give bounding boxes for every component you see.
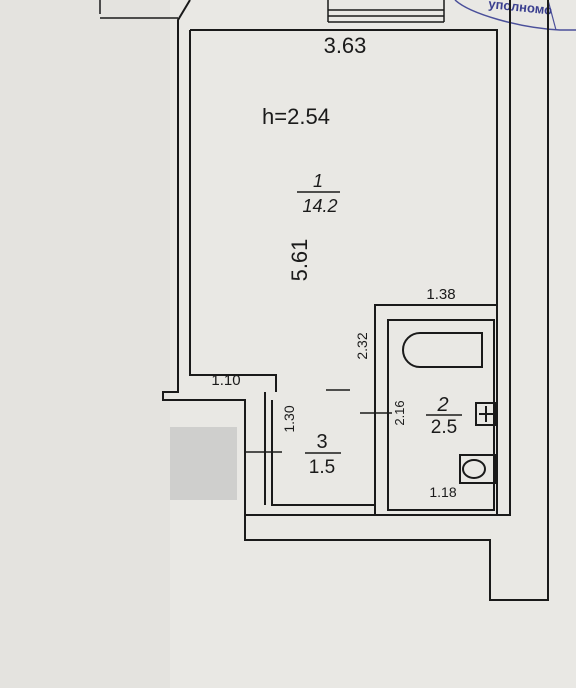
bathtub-icon: [402, 332, 483, 368]
outer-wall: [162, 0, 549, 601]
dim-room-length: 5.61: [287, 239, 312, 282]
dim-corridor-side: 1.30: [281, 405, 297, 432]
paper-shadow: [0, 0, 170, 688]
bathroom-inner: [387, 319, 495, 511]
dim-bath-height: 2.32: [354, 332, 370, 359]
dim-bath-side: 2.16: [392, 400, 407, 425]
room-label-1: 1 14.2: [297, 171, 340, 216]
dim-bath-bottom: 1.18: [429, 484, 456, 500]
sink-icon: [475, 402, 497, 426]
room-number: 1: [313, 171, 323, 191]
toilet-icon: [459, 454, 497, 484]
room-label-3: 3 1.5: [305, 431, 341, 478]
room-area: 1.5: [309, 457, 335, 478]
dim-corridor-top: 1.10: [211, 372, 240, 389]
redaction-block: [170, 427, 237, 500]
ceiling-height: h=2.54: [262, 104, 330, 129]
inner-contour: [245, 0, 511, 516]
room-number: 2: [436, 394, 448, 416]
main-room-wall-left: [189, 30, 277, 392]
dim-bath-top: 1.38: [426, 286, 455, 303]
room-area: 2.5: [431, 417, 457, 438]
room-number: 3: [316, 431, 327, 453]
window-top: [99, 0, 445, 23]
door-marks: [244, 389, 392, 453]
corridor-wall-bottom: [271, 400, 375, 506]
room-label-2: 2 2.5: [426, 394, 462, 438]
dim-top-width: 3.63: [324, 33, 367, 58]
room-area: 14.2: [302, 196, 337, 216]
